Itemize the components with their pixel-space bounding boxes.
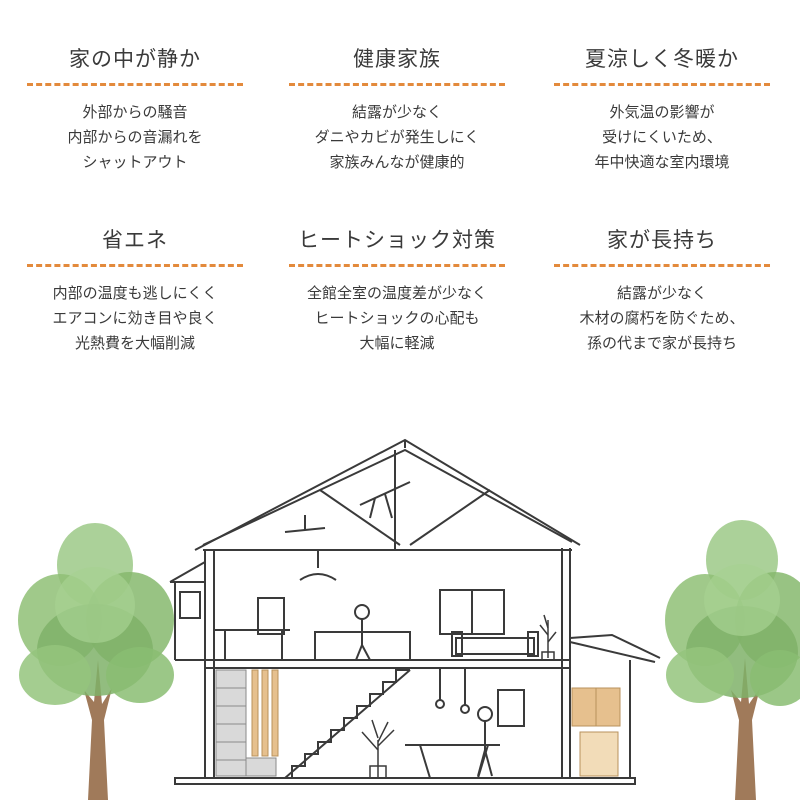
feature-line: 年中快適な室内環境 (594, 153, 730, 171)
feature-line: ヒートショックの心配も (314, 309, 480, 327)
dashed-divider (27, 83, 243, 86)
feature-title: ヒートショック対策 (298, 228, 496, 252)
dashed-divider (554, 83, 770, 86)
feature-line: 大幅に軽減 (359, 334, 435, 352)
feature-line: 内部の温度も逃しにくく (52, 284, 218, 302)
wood-slats (251, 669, 279, 757)
feature-title: 家の中が静か (69, 47, 201, 71)
feature-line: 外気温の影響が (609, 103, 715, 121)
feature-cool-summer-warm-winter: 夏涼しく冬暖か 外気温の影響が 受けにくいため、 年中快適な室内環境 (552, 45, 772, 175)
feature-line: 内部からの音漏れを (67, 128, 203, 146)
feature-line: 光熱費を大幅削減 (74, 334, 195, 352)
feature-line: ダニやカビが発生しにく (314, 128, 480, 146)
feature-line: 木材の腐朽を防ぐため、 (579, 309, 745, 327)
house-illustration (18, 438, 800, 800)
feature-title: 省エネ (102, 228, 168, 252)
feature-line: 全館全室の温度差が少なく (306, 284, 487, 302)
feature-line: エアコンに効き目や良く (52, 309, 218, 327)
plant-icon (361, 614, 557, 779)
feature-heat-shock: ヒートショック対策 全館全室の温度差が少なく ヒートショックの心配も 大幅に軽減 (287, 226, 507, 356)
left-tree-icon (18, 523, 174, 800)
dashed-divider (289, 264, 505, 267)
feature-line: シャットアウト (82, 153, 188, 171)
feature-title: 健康家族 (353, 47, 441, 71)
feature-energy-saving: 省エネ 内部の温度も逃しにくく エアコンに効き目や良く 光熱費を大幅削減 (25, 226, 245, 356)
feature-line: 孫の代まで家が長持ち (586, 334, 737, 352)
feature-line: 受けにくいため、 (602, 128, 722, 146)
feature-title: 家が長持ち (607, 228, 717, 252)
feature-healthy-family: 健康家族 結露が少なく ダニやカビが発生しにく 家族みんなが健康的 (287, 45, 507, 175)
feature-long-lasting: 家が長持ち 結露が少なく 木材の腐朽を防ぐため、 孫の代まで家が長持ち (552, 226, 772, 356)
feature-line: 外部からの騒音 (82, 103, 188, 121)
feature-quiet-home: 家の中が静か 外部からの騒音 内部からの音漏れを シャットアウト (25, 45, 245, 175)
dashed-divider (27, 264, 243, 267)
right-tree-icon (665, 520, 800, 800)
wood-cabinet (571, 687, 621, 777)
feature-title: 夏涼しく冬暖か (585, 47, 739, 71)
house-icon (169, 438, 661, 785)
feature-line: 結露が少なく (351, 103, 442, 121)
feature-line: 家族みんなが健康的 (329, 153, 465, 171)
feature-line: 結露が少なく (616, 284, 707, 302)
dashed-divider (554, 264, 770, 267)
brick-wall (215, 669, 277, 777)
dashed-divider (289, 83, 505, 86)
